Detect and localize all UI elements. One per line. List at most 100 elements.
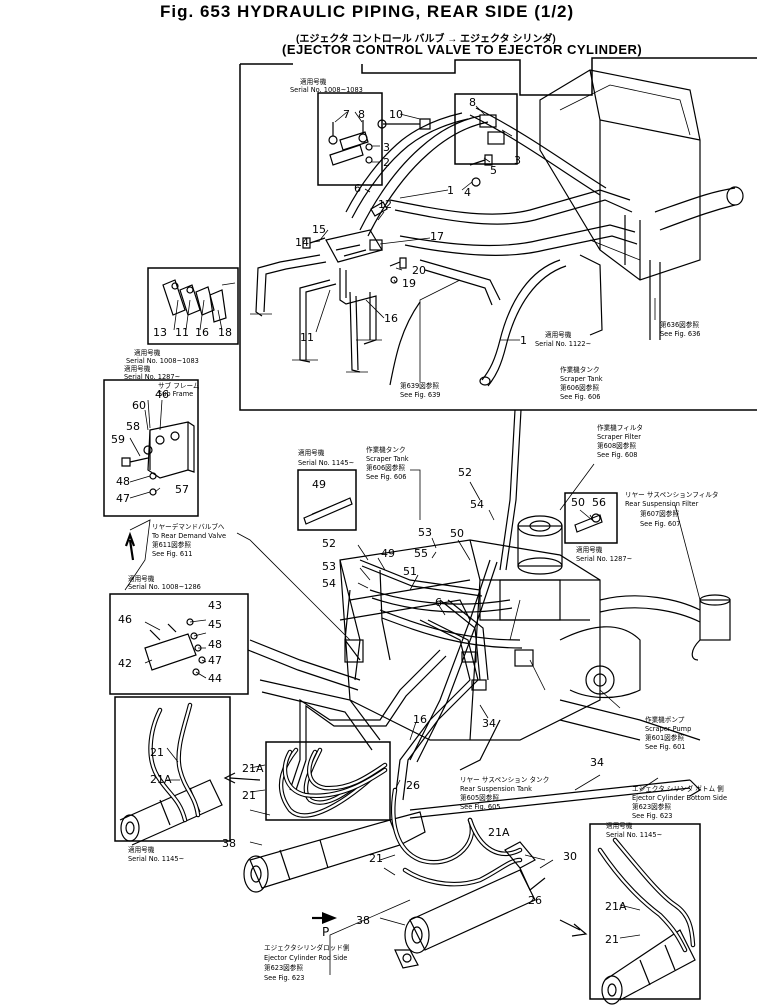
long-tie-rod-34 — [409, 779, 701, 819]
callout-53: 53 — [322, 560, 336, 573]
callout-48: 48 — [208, 638, 222, 651]
callout-6: 6 — [435, 596, 442, 609]
callout-11: 11 — [300, 331, 314, 344]
callout-2: 2 — [383, 156, 390, 169]
callout-55: 55 — [414, 547, 428, 560]
scraper-tank-drawing — [539, 69, 744, 340]
callout-47: 47 — [208, 654, 222, 667]
note-applicable-3-jp: 適用号機 — [124, 364, 151, 373]
callout-21A: 21A — [605, 900, 627, 913]
callout-20: 20 — [412, 264, 426, 277]
callout-42: 42 — [118, 657, 132, 670]
callout-16: 16 — [413, 713, 427, 726]
callout-21A: 21A — [488, 826, 510, 839]
callout-7: 7 — [343, 108, 350, 121]
ejector-cylinder-bottom — [394, 841, 546, 969]
note-rear-susp-filter-jp: リヤー サスペンションフィルタ — [625, 490, 718, 499]
note-rear-susp-tank-ref: See Fig. 605 — [460, 803, 501, 811]
note-applicable-7-serial: Serial No. 1145~ — [606, 831, 662, 839]
note-rear-susp-tank-jp: リヤー サスペンション タンク — [460, 775, 549, 784]
annotation-notes: 適用号機 Serial No. 1008~1083 適用号機 Serial No… — [124, 77, 727, 982]
note-fig636-jp: 第636図参照 — [660, 320, 699, 329]
callout-26: 26 — [528, 894, 542, 907]
callout-10: 10 — [389, 108, 403, 121]
callout-21: 21 — [369, 852, 383, 865]
note-ejector-bottom-jp: エジェクタ シリンダ ボトム 側 — [632, 784, 724, 793]
note-ejector-rod-ref: See Fig. 623 — [264, 974, 305, 982]
callout-4: 4 — [464, 186, 471, 199]
note-rear-susp-filter-ref-jp: 第607図参照 — [640, 509, 679, 518]
note-scraper-pump-jp: 作業機ポンプ — [645, 715, 685, 724]
callout-21: 21 — [150, 746, 164, 759]
note-rear-demand-en: To Rear Demand Valve — [151, 532, 226, 540]
callout-34: 34 — [482, 717, 496, 730]
note-subframe-en: Sub Frame — [158, 390, 193, 398]
note-applicable-2-serial: Serial No. 1008~1083 — [126, 357, 199, 365]
note-applicable-7-jp: 適用号機 — [606, 821, 633, 830]
main-machine-body — [247, 515, 731, 771]
callout-54: 54 — [470, 498, 484, 511]
note-scraper-pump-en: Scraper Pump — [645, 725, 691, 733]
note-applicable-1145-serial: Serial No. 1145~ — [298, 459, 354, 467]
callout-60: 60 — [132, 399, 146, 412]
callout-49: 49 — [381, 547, 395, 560]
callout-21A: 21A — [242, 762, 264, 775]
callout-46: 46 — [118, 613, 132, 626]
note-applicable-4-jp: 適用号機 — [128, 574, 155, 583]
callout-56: 56 — [592, 496, 606, 509]
callout-38: 38 — [222, 837, 236, 850]
callout-51: 51 — [403, 565, 417, 578]
callout-16: 16 — [195, 326, 209, 339]
figure-subtitle-english: (EJECTOR CONTROL VALVE TO EJECTOR CYLIND… — [282, 42, 643, 57]
note-applicable-5-serial: Serial No. 1145~ — [128, 855, 184, 863]
callout-26: 26 — [406, 779, 420, 792]
callout-3: 3 — [514, 154, 521, 167]
note-subframe-jp: サブ フレーム — [158, 381, 200, 390]
note-applicable-1-jp: 適用号機 — [300, 77, 327, 86]
callout-11: 11 — [175, 326, 189, 339]
callout-57: 57 — [175, 483, 189, 496]
callout-34: 34 — [590, 756, 604, 769]
note-ejector-bottom-ref: See Fig. 623 — [632, 812, 673, 820]
callout-50: 50 — [571, 496, 585, 509]
callout-59: 59 — [111, 433, 125, 446]
callout-49: 49 — [312, 478, 326, 491]
callout-8: 8 — [358, 108, 365, 121]
callout-1: 1 — [447, 184, 454, 197]
note-rear-susp-filter-ref: See Fig. 607 — [640, 520, 681, 528]
note-rear-susp-tank-en: Rear Suspension Tank — [460, 785, 532, 793]
callout-5: 5 — [490, 164, 497, 177]
direction-arrow-p: P — [322, 925, 329, 939]
inset-middle-cylinder-hoses — [265, 741, 391, 821]
note-applicable-6-serial: Serial No. 1287~ — [576, 555, 632, 563]
note-ejector-rod-ref-jp: 第623図参照 — [264, 963, 303, 972]
note-scraper-tank2-en: Scraper Tank — [560, 375, 603, 383]
note-fig639: See Fig. 639 — [400, 391, 441, 399]
note-ejector-rod-en: Ejector Cylinder Rod Side — [264, 954, 347, 962]
note-scraper-filter-ref-jp: 第608図参照 — [597, 441, 636, 450]
callout-44: 44 — [208, 672, 222, 685]
note-scraper-filter-ref: See Fig. 608 — [597, 451, 638, 459]
note-scraper-tank-ref-jp: 第606図参照 — [366, 463, 405, 472]
note-applicable-5-jp: 適用号機 — [128, 845, 155, 854]
note-scraper-tank-jp: 作業機タンク — [366, 445, 406, 454]
leader-lines — [124, 105, 701, 975]
note-ejector-bottom-ref-jp: 第623図参照 — [632, 802, 671, 811]
callout-21: 21 — [242, 789, 256, 802]
ejector-cylinder-main — [243, 811, 426, 893]
note-rear-demand-jp: リヤーデマンドバルブへ — [152, 522, 225, 531]
callout-30: 30 — [563, 850, 577, 863]
note-rear-susp-tank-ref-jp: 第605図参照 — [460, 793, 499, 802]
callout-15: 15 — [312, 223, 326, 236]
note-scraper-tank2-ref-jp: 第606図参照 — [560, 383, 599, 392]
note-fig639-jp: 第639図参照 — [400, 381, 439, 390]
note-applicable-6-jp: 適用号機 — [576, 545, 603, 554]
inset-left-cylinder-hoses — [114, 696, 231, 846]
callout-21: 21 — [605, 933, 619, 946]
callout-3: 3 — [383, 141, 390, 154]
note-applicable-1-serial: Serial No. 1008~1083 — [290, 86, 363, 94]
inset-right-cylinder-hoses — [589, 823, 701, 1005]
note-applicable-8-serial: Serial No. 1122~ — [535, 340, 591, 348]
